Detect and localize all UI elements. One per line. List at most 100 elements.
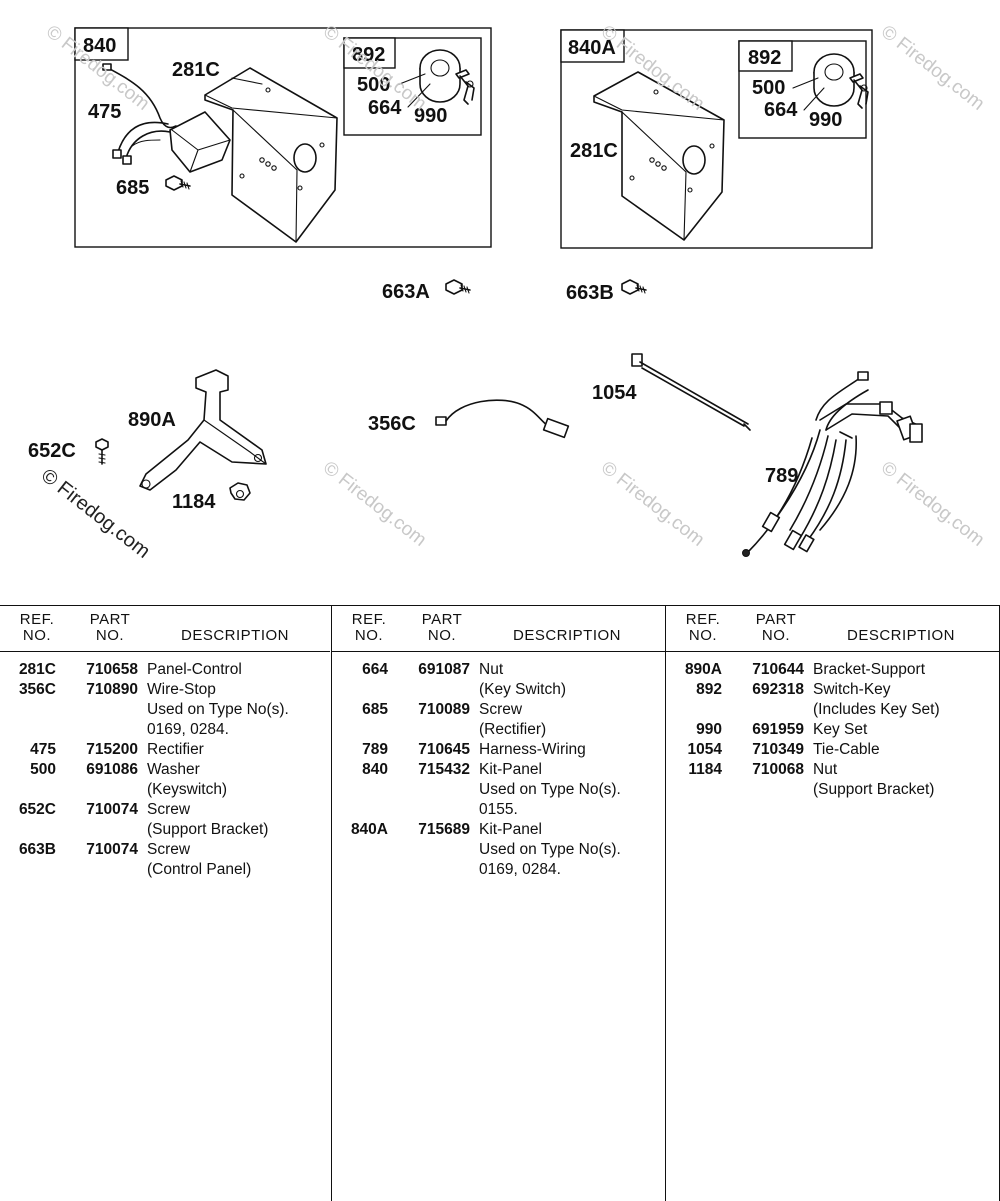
description-line: Wire-Stop <box>147 681 216 698</box>
kit-840-tag <box>74 27 129 61</box>
description-line: 0169, 0284. <box>147 721 229 738</box>
label-789: 789 <box>765 465 798 487</box>
ref-number: 990 <box>696 721 722 738</box>
label-664-b: 664 <box>764 99 798 121</box>
ref-number: 1054 <box>687 741 722 758</box>
ref-number: 664 <box>362 661 388 678</box>
label-652c: 652C <box>28 440 76 462</box>
header-ref: REF.NO. <box>19 611 55 644</box>
watermark-text: © Firedog.com <box>319 457 430 550</box>
label-990-b: 990 <box>809 109 842 131</box>
part-number: 710068 <box>752 761 804 778</box>
part-number: 715689 <box>418 821 470 838</box>
description-line: Used on Type No(s). <box>479 781 621 798</box>
part-number: 691087 <box>418 661 470 678</box>
watermark-text: © Firedog.com <box>877 21 988 114</box>
label-664-a: 664 <box>368 97 402 119</box>
watermark-text: © Firedog.com <box>597 457 708 550</box>
part-description: Bracket-Support <box>813 660 999 680</box>
part-description: Nut(Support Bracket) <box>813 760 999 800</box>
description-line: (Rectifier) <box>479 721 547 738</box>
label-281c-a: 281C <box>172 59 220 81</box>
part-number: 710658 <box>86 661 138 678</box>
part-description: Harness-Wiring <box>479 740 665 760</box>
label-990-a: 990 <box>414 105 447 127</box>
label-500-a: 500 <box>357 74 390 96</box>
description-line: Washer <box>147 761 200 778</box>
cable-tie-icon <box>631 353 751 431</box>
table-row: 475 715200 Rectifier <box>0 740 330 760</box>
label-663b: 663B <box>566 282 614 304</box>
header-ref: REF.NO. <box>351 611 387 644</box>
part-description: Panel-Control <box>147 660 330 680</box>
part-number: 691959 <box>752 721 804 738</box>
part-description: Switch-Key(Includes Key Set) <box>813 680 999 720</box>
label-281c-b: 281C <box>570 140 618 162</box>
part-number: 692318 <box>752 681 804 698</box>
description-line: Nut <box>479 661 504 678</box>
part-number: 710644 <box>752 661 804 678</box>
header-description: DESCRIPTION <box>512 627 621 644</box>
part-number: 710645 <box>418 741 470 758</box>
label-685: 685 <box>116 177 149 199</box>
ref-number: 890A <box>684 661 722 678</box>
header-description: DESCRIPTION <box>180 627 289 644</box>
support-bracket-icon <box>139 369 267 491</box>
part-number: 710890 <box>86 681 138 698</box>
watermark-text: © Firedog.com <box>37 465 154 563</box>
label-356c: 356C <box>368 413 416 435</box>
description-line: 0155. <box>479 801 518 818</box>
description-line: Rectifier <box>147 741 204 758</box>
kit-840a-frame <box>560 29 873 249</box>
description-line: Bracket-Support <box>813 661 925 678</box>
description-line: Screw <box>147 801 191 818</box>
part-description: Tie-Cable <box>813 740 999 760</box>
description-line: Panel-Control <box>147 661 242 678</box>
ref-number: 892 <box>696 681 722 698</box>
header-ref: REF.NO. <box>685 611 721 644</box>
ref-number: 840 <box>362 761 388 778</box>
description-line: Nut <box>813 761 838 778</box>
screw-685-icon <box>165 175 191 191</box>
description-line: Kit-Panel <box>479 821 542 838</box>
label-890a: 890A <box>128 409 176 431</box>
part-number: 710074 <box>86 801 138 818</box>
description-line: Kit-Panel <box>479 761 542 778</box>
ref-number: 789 <box>362 741 388 758</box>
header-description: DESCRIPTION <box>846 627 955 644</box>
label-1054: 1054 <box>592 382 637 404</box>
table-row: 890A 710644 Bracket-Support <box>666 660 999 680</box>
description-line: Harness-Wiring <box>479 741 586 758</box>
control-panel-bracket-icon-b <box>593 71 725 241</box>
label-840a: 840A <box>568 37 616 59</box>
screw-663a-icon <box>445 279 471 295</box>
stop-wire-icon <box>435 399 570 439</box>
watermark-text: © Firedog.com <box>877 457 988 550</box>
ref-number: 475 <box>30 741 56 758</box>
table-row: 892 692318 Switch-Key(Includes Key Set) <box>666 680 999 720</box>
part-number: 715200 <box>86 741 138 758</box>
part-number: 715432 <box>418 761 470 778</box>
screw-652c-icon <box>95 438 109 465</box>
description-line: Key Set <box>813 721 868 738</box>
description-line: Used on Type No(s). <box>147 701 289 718</box>
